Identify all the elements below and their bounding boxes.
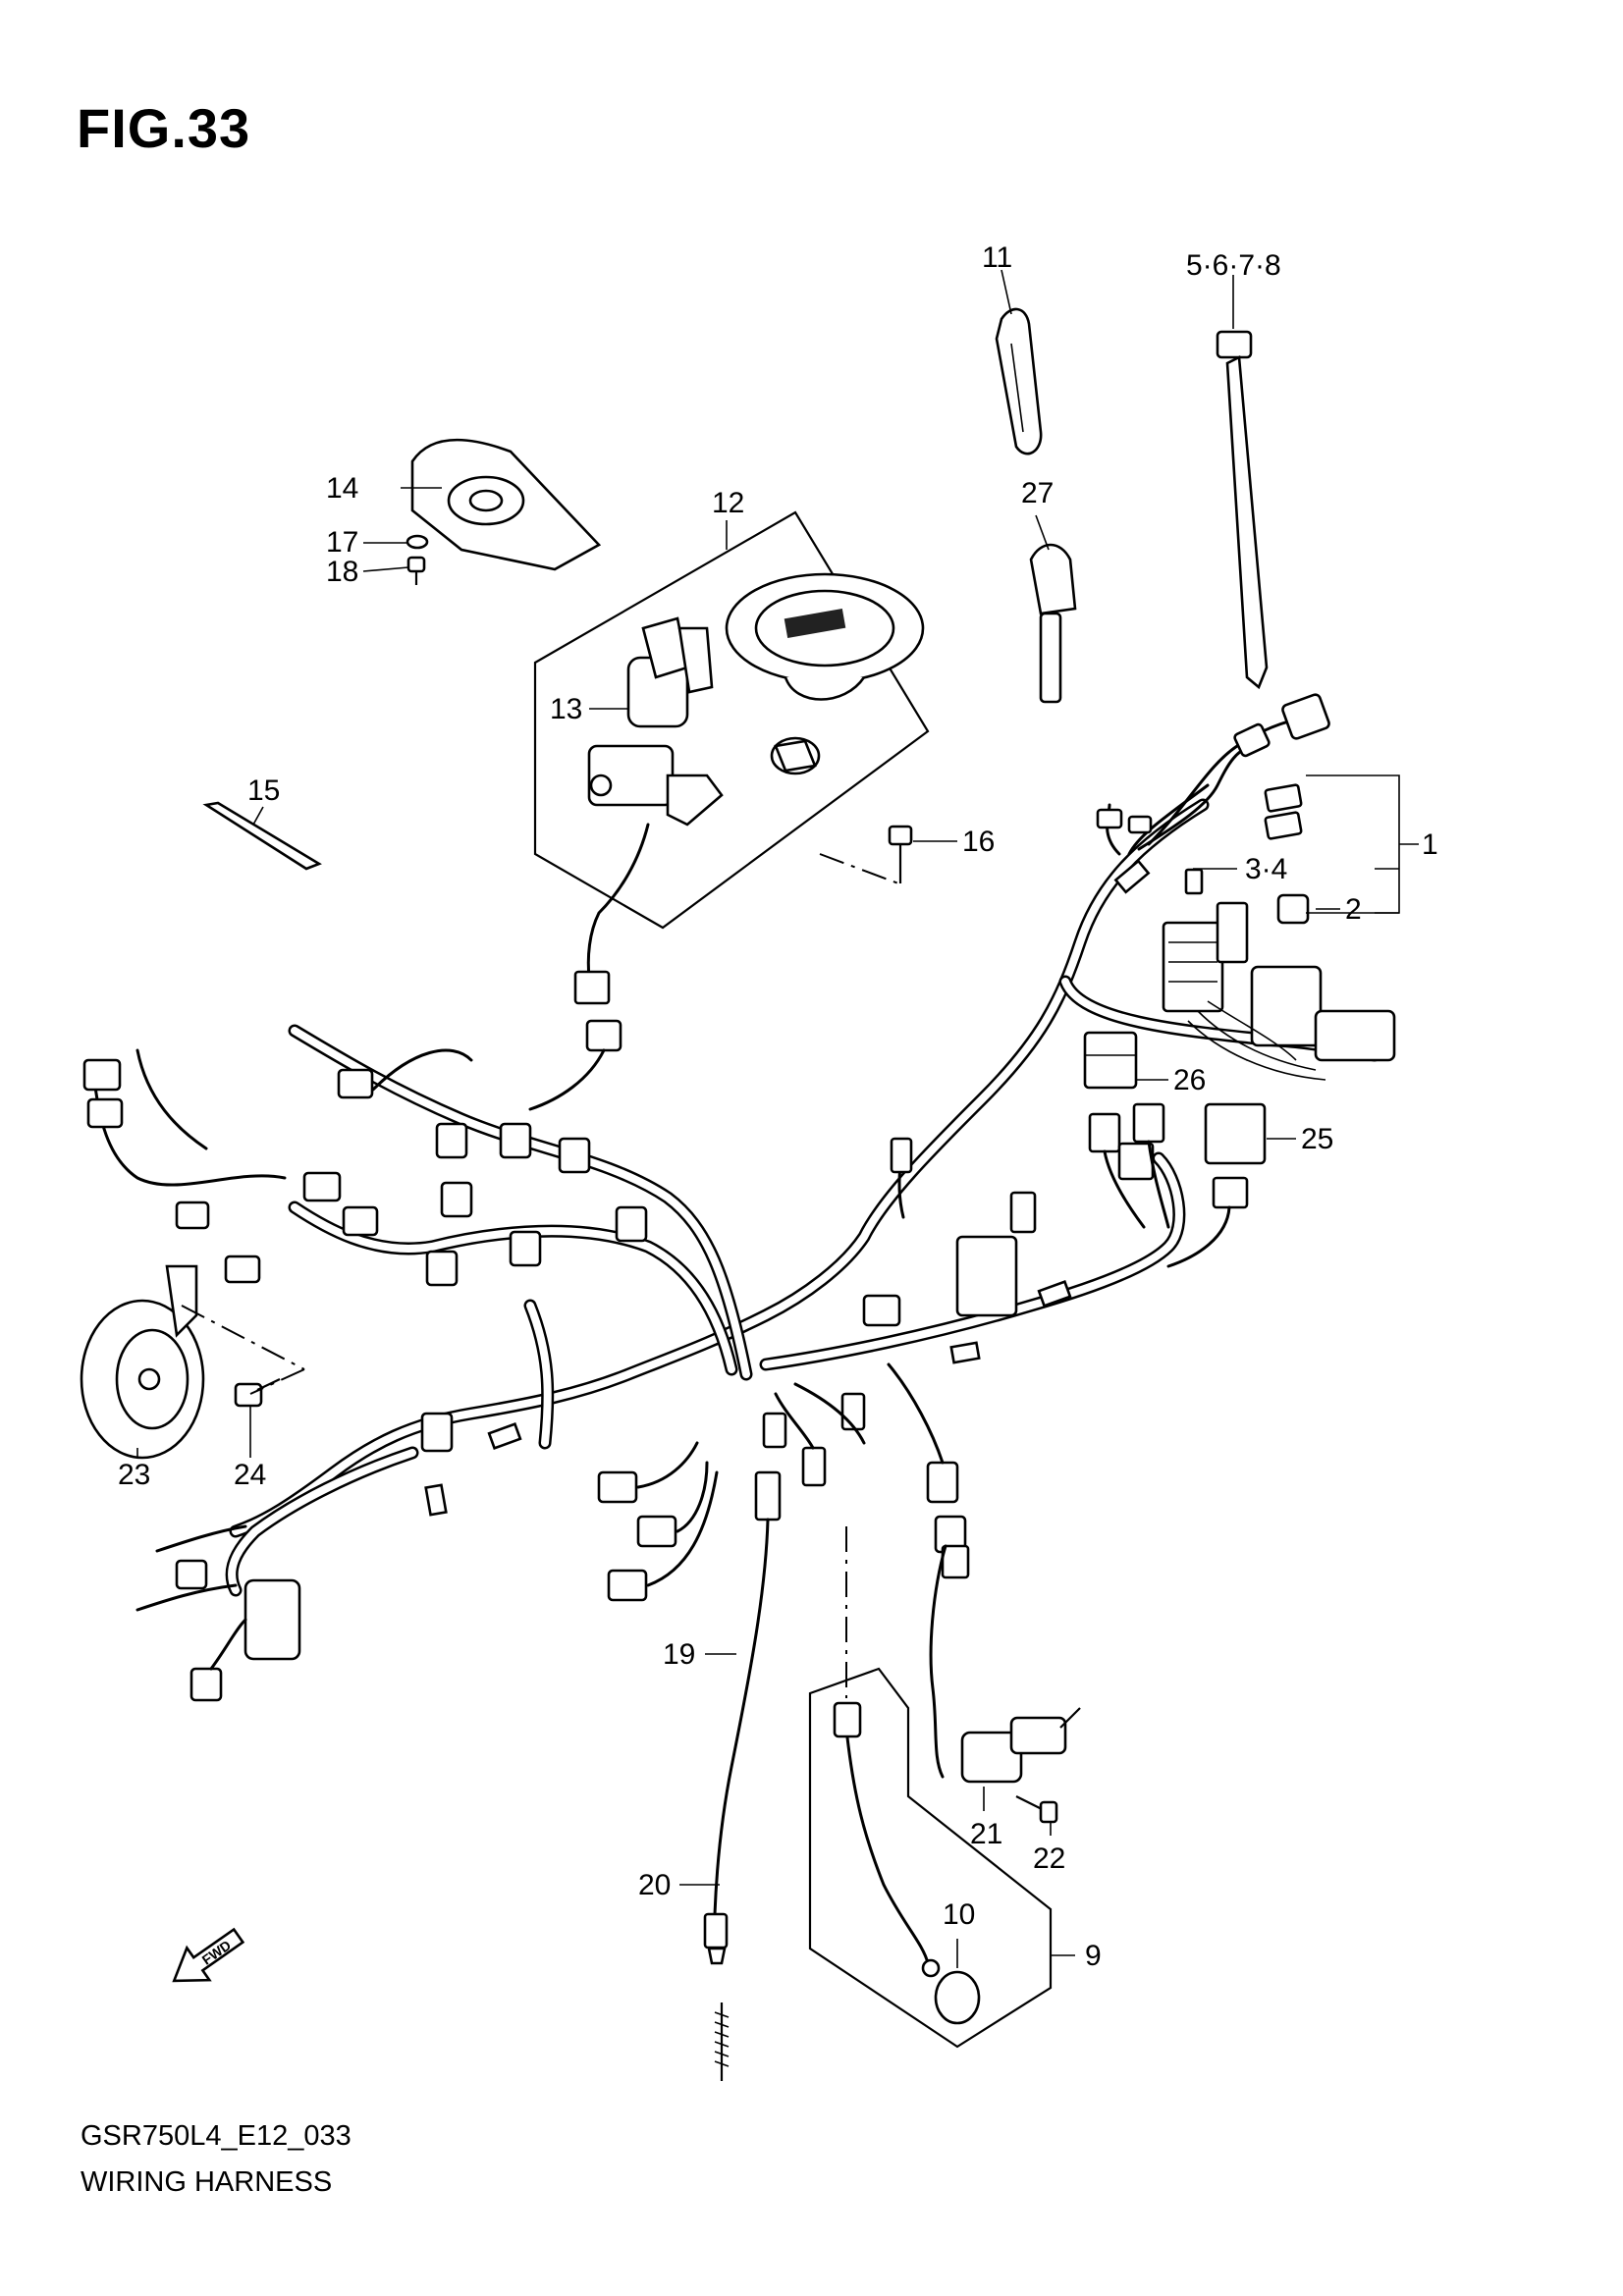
forward-direction-arrow: FWD	[172, 1927, 245, 1983]
bracket-11	[995, 307, 1043, 455]
cable-tie	[1216, 330, 1269, 690]
callout-leaders	[136, 269, 1419, 1968]
key-27	[1029, 543, 1077, 704]
callout-27: 27	[1021, 477, 1054, 509]
callout-13: 13	[550, 693, 582, 725]
screw-18	[406, 556, 426, 585]
callout-11: 11	[982, 241, 1012, 274]
lead-10	[833, 1701, 981, 2025]
seat-lock-cylinder	[770, 736, 821, 775]
washer-17	[406, 534, 429, 550]
center-connectors	[754, 1137, 1037, 1579]
callout-19: 19	[663, 1638, 695, 1671]
callout-12: 12	[712, 487, 744, 519]
figure-name: WIRING HARNESS	[81, 2166, 333, 2198]
callout-21: 21	[970, 1818, 1002, 1850]
ignition-switch	[573, 656, 724, 1005]
spring-20	[714, 2002, 730, 2081]
figure-code: GSR750L4_E12_033	[81, 2120, 352, 2152]
ignition-cover	[410, 438, 602, 571]
callout-2: 2	[1345, 893, 1362, 926]
callout-18: 18	[326, 556, 358, 588]
callout-25: 25	[1301, 1123, 1333, 1155]
switch-21	[929, 1544, 1081, 1784]
callout-9: 9	[1085, 1940, 1102, 1972]
callout-5-6-7-8: 5·6·7·8	[1186, 249, 1281, 282]
front-connectors	[82, 1048, 379, 1702]
relay-25	[1166, 1102, 1267, 1268]
relay-cluster	[1088, 1102, 1170, 1229]
fuel-cap	[725, 572, 925, 701]
callout-17: 17	[326, 526, 358, 559]
sensor-lead-19	[703, 1518, 770, 1965]
callout-23: 23	[118, 1459, 150, 1491]
callout-3-4: 3·4	[1245, 853, 1287, 885]
callout-22: 22	[1033, 1842, 1065, 1875]
horn	[80, 1264, 205, 1460]
bolt-16	[888, 825, 913, 883]
callout-10: 10	[943, 1898, 975, 1931]
relay-26	[1083, 1031, 1138, 1090]
callout-labels: 11 5·6·7·8 27 12 14 17 18 13 15 16 1 3·4…	[118, 241, 1438, 1972]
lead-set-frame-9	[808, 1667, 1053, 2049]
callout-24: 24	[234, 1459, 266, 1491]
callout-16: 16	[962, 826, 995, 858]
rear-connectors	[1096, 693, 1396, 1081]
ignition-keys	[641, 616, 714, 694]
callout-26: 26	[1173, 1064, 1206, 1096]
bolt-24	[234, 1378, 281, 1408]
dashed-leaders	[181, 853, 899, 1698]
protector-strip	[202, 801, 322, 871]
screw-22	[1015, 1795, 1058, 1824]
callout-20: 20	[638, 1869, 671, 1901]
callout-14: 14	[326, 472, 358, 505]
figure-title: FIG.33	[77, 97, 251, 159]
callout-15: 15	[247, 774, 280, 807]
ignition-switch-set-frame	[533, 510, 930, 930]
injector-connectors	[337, 1019, 719, 1602]
callout-1: 1	[1422, 828, 1438, 861]
